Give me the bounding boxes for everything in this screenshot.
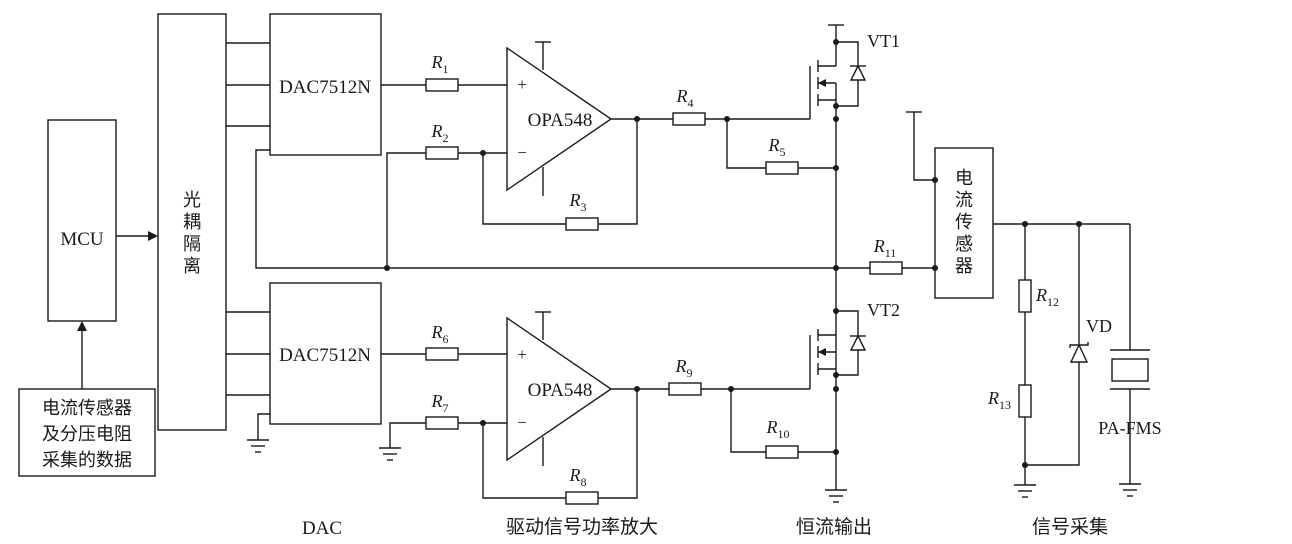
opamp-bottom-plus: +: [517, 345, 527, 364]
section-label-dac: DAC: [302, 518, 342, 539]
opamp-top: [506, 41, 613, 196]
opamp-top-minus: −: [517, 143, 527, 162]
label-r9: R9: [675, 356, 693, 380]
svg-text:隔: 隔: [183, 234, 201, 255]
svg-text:传: 传: [955, 212, 973, 233]
mcu-block: [47, 119, 117, 322]
diode-vd: [1069, 342, 1089, 363]
dac-label-top: DAC7512N: [279, 77, 371, 98]
mcu-label: MCU: [60, 229, 104, 250]
label-r2: R2: [431, 121, 449, 145]
mosfet-vt2: [809, 308, 867, 455]
mosfet-vt1: [809, 24, 867, 436]
output-ground: [825, 436, 847, 503]
svg-text:耦: 耦: [183, 212, 201, 233]
load-pa-fms: [1110, 349, 1150, 390]
svg-text:离: 离: [183, 256, 201, 277]
dac-ground: [247, 413, 270, 453]
resistor-r11: [869, 261, 903, 275]
mcu-to-optocoupler-arrow: [116, 231, 158, 241]
resistor-r5: [765, 161, 799, 175]
label-vd: VD: [1086, 316, 1112, 336]
sensor-supply: [906, 111, 938, 271]
resistor-r1: [425, 78, 459, 92]
svg-text:采集的数据: 采集的数据: [42, 450, 132, 471]
svg-text:感: 感: [955, 234, 973, 255]
label-r8: R8: [569, 465, 587, 489]
data-input-block: [18, 388, 156, 477]
svg-text:及分压电阻: 及分压电阻: [42, 424, 132, 445]
opamp-bottom-minus: −: [517, 413, 527, 432]
label-r6: R6: [431, 322, 449, 346]
resistor-r12: [1018, 279, 1032, 313]
label-pa-fms: PA-FMS: [1098, 418, 1161, 438]
opto-dac-bus-top: [226, 42, 270, 127]
label-r12: R12: [1035, 285, 1059, 309]
svg-text:电: 电: [955, 168, 973, 189]
label-r11: R11: [873, 236, 897, 260]
data-to-mcu-arrow: [77, 321, 87, 389]
resistor-r7: [425, 416, 459, 430]
wires-bottom-amp: [379, 353, 836, 499]
label-vt1: VT1: [867, 31, 900, 51]
dac-block-top: [269, 13, 382, 156]
optocoupler-block: [157, 13, 227, 431]
label-r10: R10: [766, 417, 790, 441]
label-r5: R5: [768, 135, 786, 159]
current-sensor-block: [934, 147, 994, 299]
label-vt2: VT2: [867, 300, 900, 320]
opamp-bottom: [506, 311, 613, 466]
resistor-r13: [1018, 384, 1032, 418]
label-r1: R1: [431, 52, 449, 76]
wires-top-amp: [381, 84, 836, 268]
svg-text:电流传感器: 电流传感器: [42, 398, 132, 419]
dac-label-bottom: DAC7512N: [279, 345, 371, 366]
optocoupler-label: 光 耦 隔 离: [183, 190, 201, 277]
svg-text:器: 器: [955, 256, 973, 277]
opamp-top-plus: +: [517, 75, 527, 94]
label-r13: R13: [987, 388, 1011, 412]
data-input-label: 电流传感器 及分压电阻 采集的数据: [42, 398, 132, 471]
opto-dac-bus-bottom: [226, 311, 270, 396]
resistor-r9: [668, 382, 702, 396]
section-label-power-amp: 驱动信号功率放大: [506, 516, 658, 538]
section-label-signal-acquisition: 信号采集: [1032, 516, 1108, 538]
label-r4: R4: [676, 86, 694, 110]
current-sensor-label: 电 流 传 感 器: [955, 168, 973, 277]
section-label-constant-current: 恒流输出: [796, 516, 872, 538]
svg-text:光: 光: [183, 190, 201, 211]
opamp-bottom-label: OPA548: [528, 380, 593, 401]
resistor-r4: [672, 112, 706, 126]
svg-text:流: 流: [955, 190, 973, 211]
resistor-r10: [765, 445, 799, 459]
opamp-top-label: OPA548: [528, 110, 593, 131]
dac-block-bottom: [269, 282, 382, 425]
resistor-r2: [425, 146, 459, 160]
resistor-r3: [565, 217, 599, 231]
label-r7: R7: [431, 391, 449, 415]
signal-acquisition-wires: [993, 221, 1141, 498]
label-r3: R3: [569, 190, 587, 214]
resistor-r6: [425, 347, 459, 361]
resistor-r8: [565, 491, 599, 505]
